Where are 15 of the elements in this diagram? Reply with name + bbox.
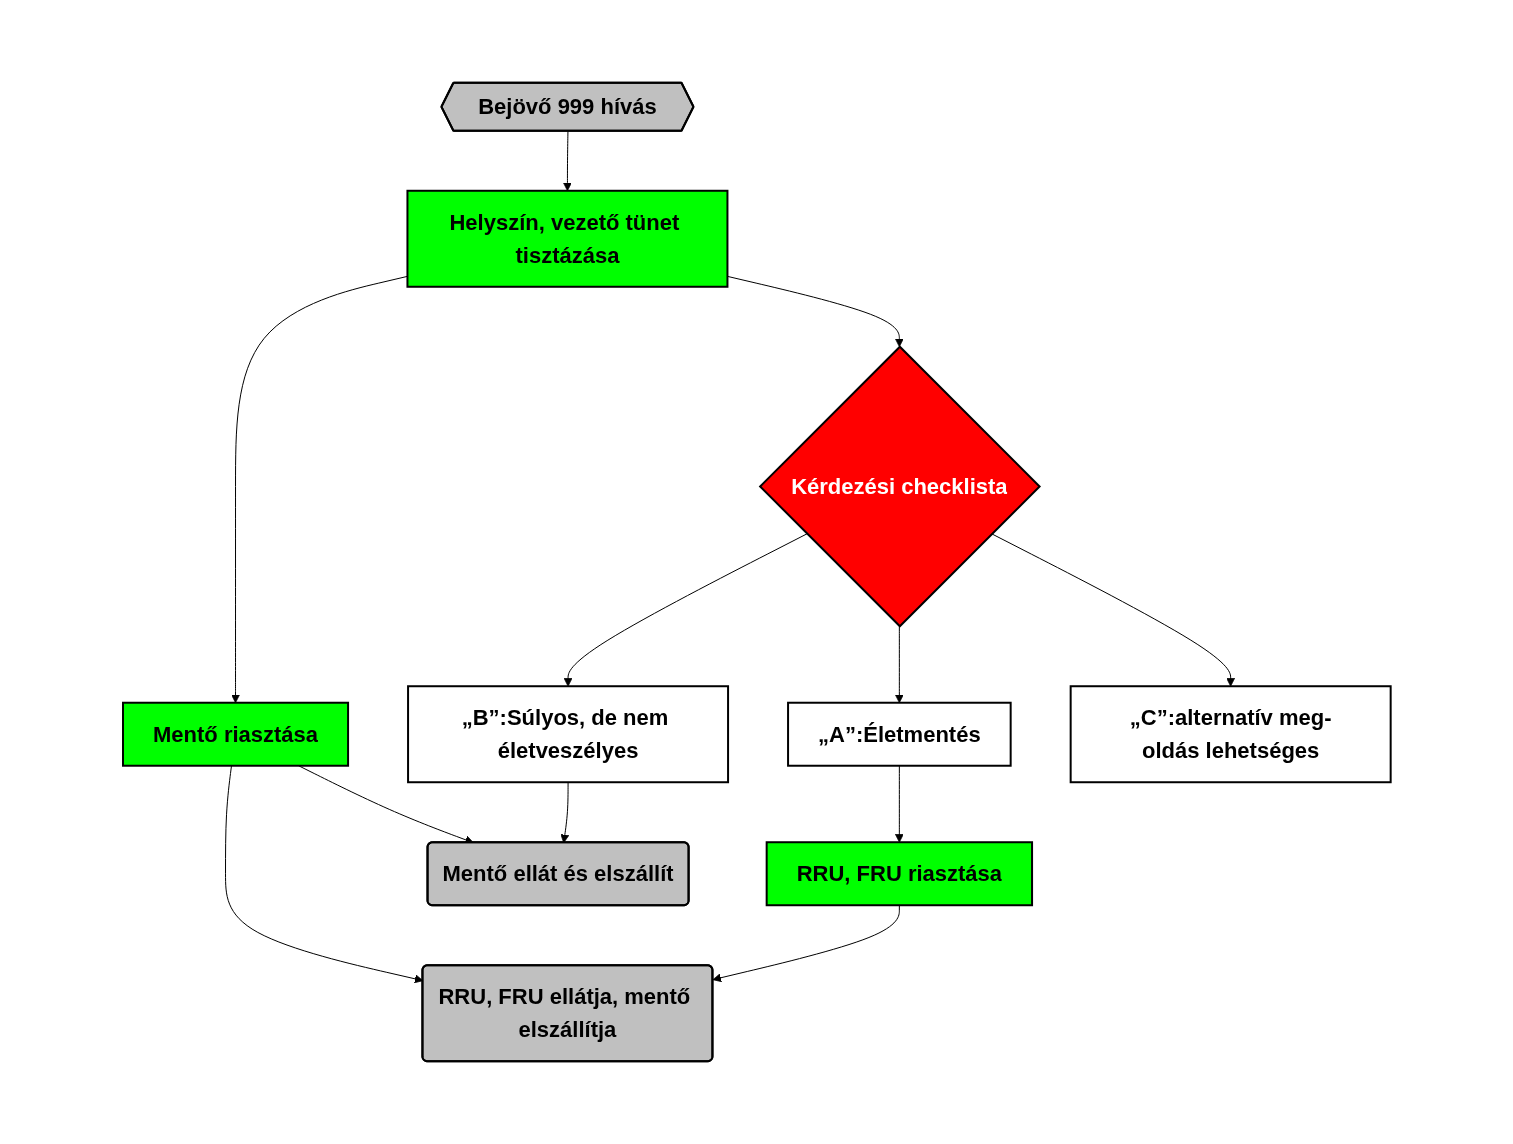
arrow xyxy=(894,625,904,704)
arrow xyxy=(563,533,808,687)
node-box: „B”:Súlyos, de nem életveszélyes xyxy=(406,685,729,784)
arrow xyxy=(230,275,408,704)
arrow xyxy=(562,130,572,192)
node-box: „C”:alternatív meg-oldás lehetséges xyxy=(1069,685,1392,784)
node-box: Mentő riasztása xyxy=(121,701,349,767)
node-diamond: Kérdezési checklista xyxy=(758,345,1041,628)
node-box: Helyszín, vezető tünet tisztázása xyxy=(406,189,729,288)
arrow xyxy=(560,781,569,844)
arrow xyxy=(712,904,900,983)
node-box: „A”:Életmentés xyxy=(786,701,1012,767)
arrow xyxy=(894,765,904,843)
node-box: RRU, FRU riasztása xyxy=(765,841,1033,907)
arrow xyxy=(224,765,423,984)
